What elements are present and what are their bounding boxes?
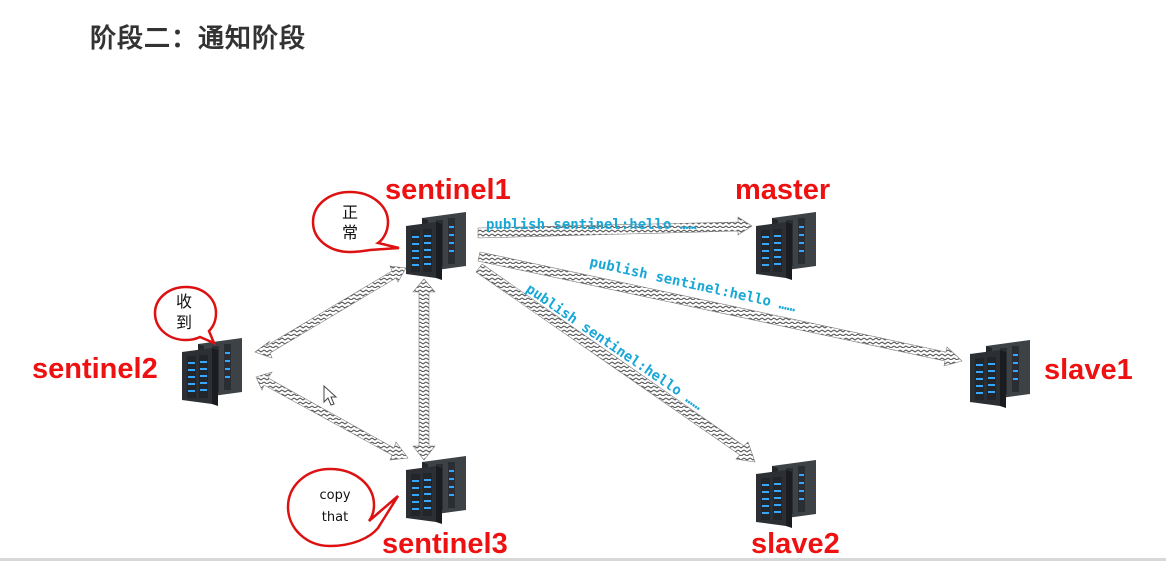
bubble-text-sentinel3-line2: that bbox=[322, 510, 348, 525]
arrow-sentinel1-sentinel3 bbox=[412, 278, 436, 461]
bubble-text-sentinel1-line1: 正 bbox=[342, 203, 358, 222]
arrow-sentinel1-slave1 bbox=[477, 251, 963, 367]
server-rack-icon bbox=[406, 456, 466, 524]
server-rack-icon bbox=[406, 212, 466, 280]
server-rack-icon bbox=[756, 212, 816, 280]
slide-title: 阶段二：通知阶段 bbox=[90, 24, 307, 54]
server-rack-icon bbox=[182, 338, 242, 406]
bubble-text-sentinel2-line2: 到 bbox=[176, 313, 192, 332]
node-label-sentinel3: sentinel3 bbox=[382, 528, 508, 560]
server-rack-icon bbox=[970, 340, 1030, 408]
speech-bubble-sentinel2: 收 到 bbox=[153, 285, 218, 346]
arrow-sentinel2-sentinel3 bbox=[255, 371, 409, 461]
arrow-sentinel2-sentinel1 bbox=[254, 265, 407, 359]
bubble-text-sentinel2-line1: 收 bbox=[176, 292, 192, 311]
speech-bubble-sentinel1: 正 常 bbox=[311, 190, 400, 254]
mouse-cursor-icon bbox=[323, 384, 338, 406]
node-label-sentinel1: sentinel1 bbox=[385, 174, 511, 206]
node-label-slave1: slave1 bbox=[1044, 354, 1133, 386]
bubble-text-sentinel1-line2: 常 bbox=[342, 223, 358, 242]
node-label-sentinel2: sentinel2 bbox=[32, 353, 158, 385]
server-rack-icon bbox=[756, 460, 816, 528]
bottom-divider bbox=[0, 558, 1166, 561]
arrow-sentinel1-master bbox=[477, 216, 753, 239]
node-label-slave2: slave2 bbox=[751, 528, 840, 560]
node-label-master: master bbox=[735, 174, 830, 206]
message-label-master: publish sentinel:hello …… bbox=[486, 217, 697, 233]
arrow-group bbox=[254, 216, 963, 463]
arrow-sentinel1-slave2 bbox=[475, 263, 756, 463]
speech-bubble-sentinel3: copy that bbox=[286, 467, 400, 548]
bubble-text-sentinel3-line1: copy bbox=[319, 488, 350, 503]
